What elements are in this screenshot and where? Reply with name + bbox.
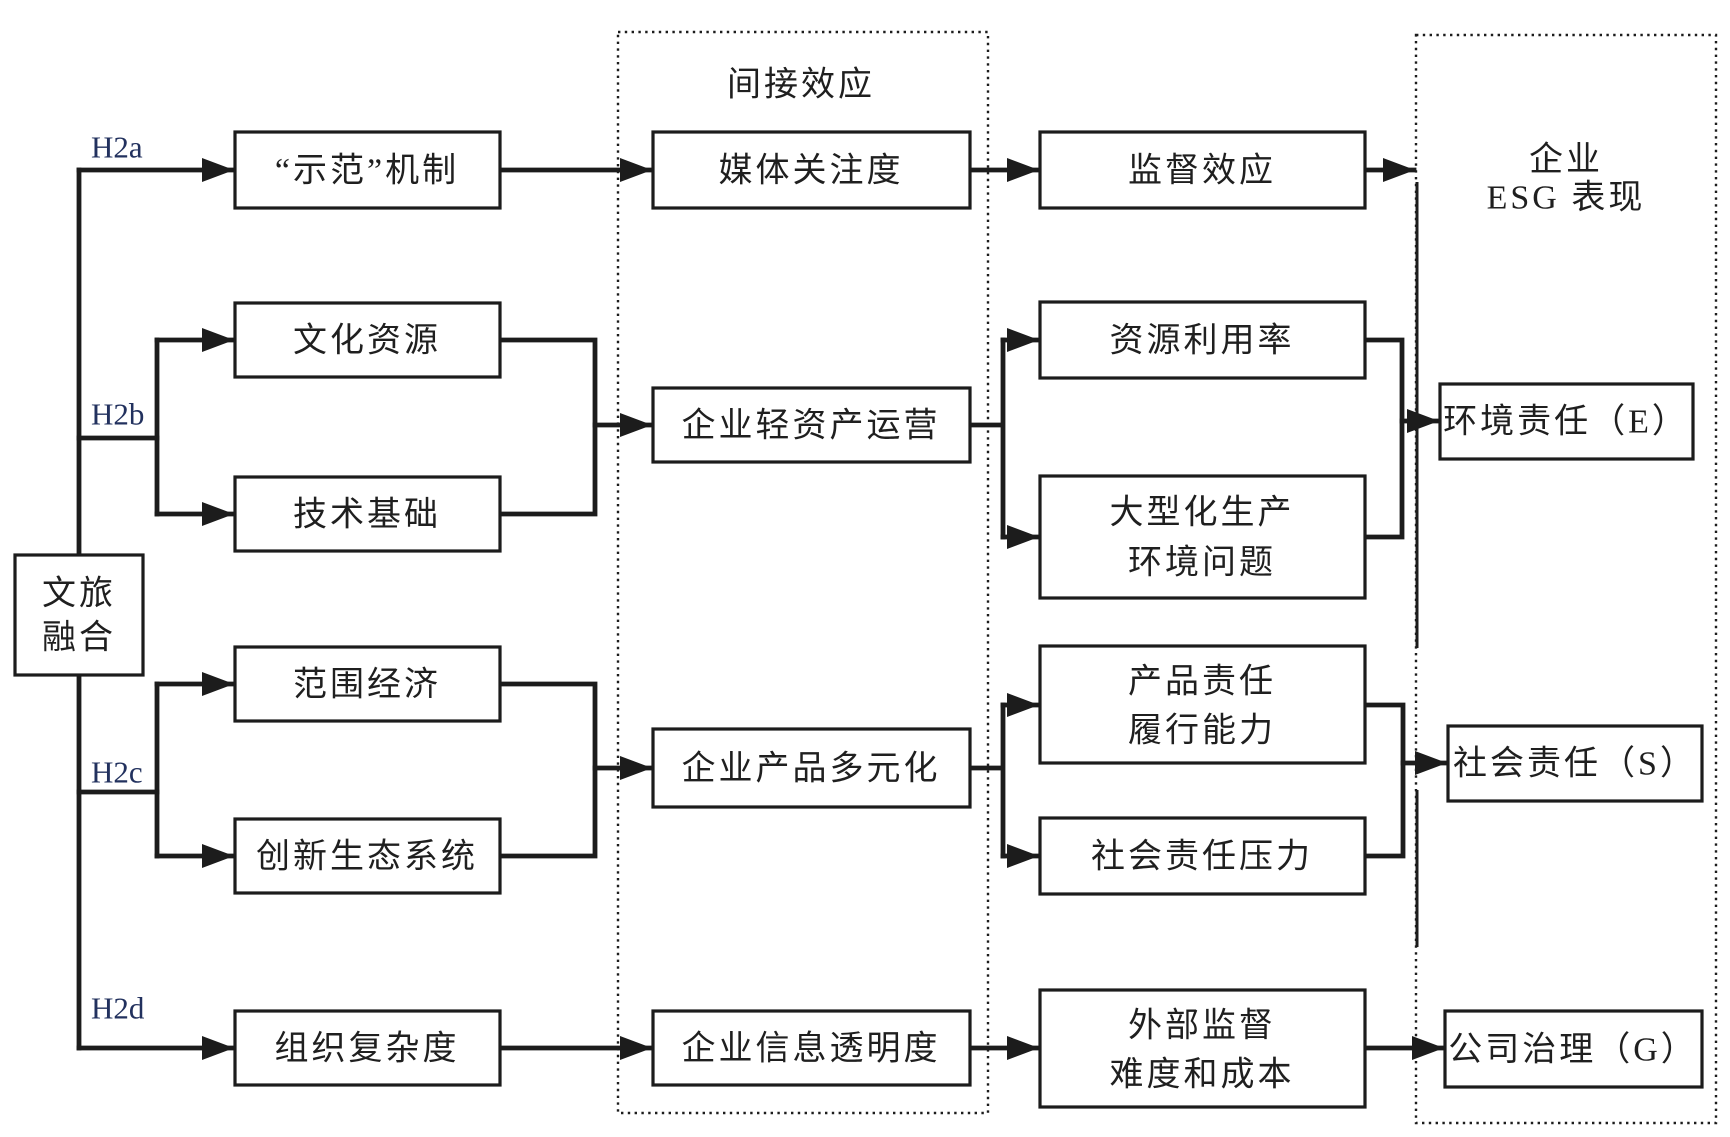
merge-environment-group [1362,337,1405,540]
sr-pressure-label: 社会责任压力 [1091,838,1313,876]
node-sr-pressure: 社会责任压力 [1038,816,1367,896]
esg-title-line2: ESG 表现 [1487,179,1646,217]
corporate-governance-label: 公司治理（G） [1448,1031,1698,1069]
large-scale-production-box [1038,474,1367,600]
node-economies-of-scope: 范围经济 [233,645,502,723]
label-h2c: H2c [91,755,143,790]
product-diversification-label: 企业产品多元化 [682,750,941,788]
node-large-scale-production: 大型化生产 环境问题 [1038,474,1367,600]
innovation-ecosystem-box [233,817,502,895]
node-env-responsibility: 环境责任（E） [1438,382,1695,461]
merge-scope-innovation [497,681,598,859]
cultural-resources-label: 文化资源 [293,322,441,360]
organizational-complexity-box [233,1009,502,1087]
node-supervision-effect: 监督效应 [1038,130,1367,210]
esg-performance-container: 企业 ESG 表现 [1414,33,1718,1125]
organizational-complexity-label: 组织复杂度 [275,1030,460,1068]
supervision-effect-label: 监督效应 [1128,152,1276,190]
cultural-resources-box [233,301,502,379]
culture-tourism-integration-box [13,553,145,677]
product-diversification-box [651,727,972,809]
culture-tourism-integration-line1: 文旅 [42,575,116,613]
external-supervision-box [1038,988,1367,1109]
node-info-transparency: 企业信息透明度 [651,1009,972,1087]
node-media-attention: 媒体关注度 [651,130,972,210]
label-h2b: H2b [91,397,144,432]
resource-utilization-label: 资源利用率 [1110,322,1295,360]
env-responsibility-label: 环境责任（E） [1443,403,1689,441]
label-h2a: H2a [91,130,143,165]
node-external-supervision: 外部监督 难度和成本 [1038,988,1367,1109]
large-scale-production-line1: 大型化生产 [1110,494,1295,532]
large-scale-production-line2: 环境问题 [1128,544,1276,582]
node-social-responsibility: 社会责任（S） [1446,724,1704,803]
innovation-ecosystem-label: 创新生态系统 [256,838,478,876]
resource-utilization-box [1038,300,1367,380]
esg-title-line1: 企业 [1529,141,1603,179]
economies-of-scope-label: 范围经济 [293,666,441,704]
media-attention-box [651,130,972,210]
node-product-diversification: 企业产品多元化 [651,727,972,809]
economies-of-scope-box [233,645,502,723]
demonstration-mechanism-box [233,130,502,210]
connectors [76,158,1449,1060]
product-responsibility-line2: 履行能力 [1128,712,1276,750]
node-organizational-complexity: 组织复杂度 [233,1009,502,1087]
env-responsibility-box [1438,382,1695,461]
label-h2d: H2d [91,991,145,1026]
node-innovation-ecosystem: 创新生态系统 [233,817,502,895]
split-asset-light [967,337,1006,540]
indirect-effects-dotted-border [616,30,990,1115]
product-responsibility-line1: 产品责任 [1128,663,1276,701]
product-responsibility-box [1038,644,1367,765]
info-transparency-label: 企业信息透明度 [682,1030,941,1068]
indirect-effects-container: 间接效应 [616,30,990,1115]
node-corporate-governance: 公司治理（G） [1443,1009,1704,1089]
technical-foundation-box [233,475,502,553]
info-transparency-box [651,1009,972,1087]
demonstration-mechanism-label: “示范”机制 [275,152,459,190]
media-attention-label: 媒体关注度 [719,152,904,190]
split-product-diversification [967,702,1006,859]
node-culture-tourism-integration: 文旅 融合 [13,553,145,677]
node-product-responsibility: 产品责任 履行能力 [1038,644,1367,765]
social-responsibility-box [1446,724,1704,803]
asset-light-operation-label: 企业轻资产运营 [682,407,941,445]
asset-light-operation-box [651,386,972,464]
indirect-effects-title: 间接效应 [727,66,875,104]
corporate-governance-box [1443,1009,1704,1089]
sr-pressure-box [1038,816,1367,896]
social-responsibility-label: 社会责任（S） [1453,745,1697,783]
merge-cultural-technical [497,337,598,517]
merge-social-group [1362,702,1406,859]
external-supervision-line1: 外部监督 [1128,1007,1276,1045]
supervision-effect-box [1038,130,1367,210]
culture-tourism-integration-line2: 融合 [42,619,116,657]
node-resource-utilization: 资源利用率 [1038,300,1367,380]
node-technical-foundation: 技术基础 [233,475,502,553]
node-asset-light-operation: 企业轻资产运营 [651,386,972,464]
external-supervision-line2: 难度和成本 [1110,1056,1295,1094]
node-demonstration-mechanism: “示范”机制 [233,130,502,210]
node-cultural-resources: 文化资源 [233,301,502,379]
technical-foundation-label: 技术基础 [293,496,441,534]
